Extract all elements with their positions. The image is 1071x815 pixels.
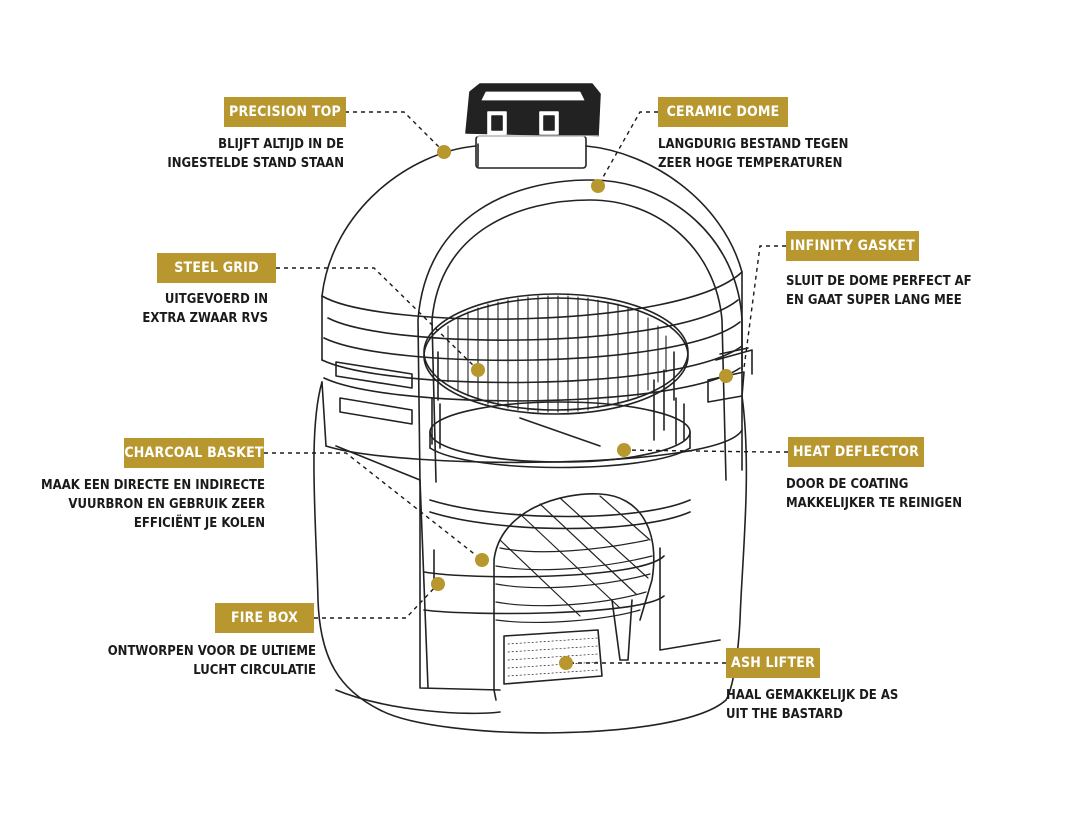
heat-deflector-illustration [429,369,691,469]
fire-box-illustration [313,381,748,734]
fire-box-desc: ONTWORPEN VOOR DE ULTIEME LUCHT CIRCULAT… [108,642,316,680]
infinity-gasket-desc: SLUIT DE DOME PERFECT AF EN GAAT SUPER L… [786,272,972,310]
leader-charcoal-basket [264,452,483,561]
ceramic-dome-line-2: ZEER HOGE TEMPERATUREN [658,156,843,171]
charcoal-basket-desc: MAAK EEN DIRECTE EN INDIRECTE VUURBRON E… [41,476,265,533]
ceramic-dome-tag: CERAMIC DOME [658,97,788,127]
heat-deflector-tag: HEAT DEFLECTOR [788,437,924,467]
heat-deflector-desc: DOOR DE COATING MAKKELIJKER TE REINIGEN [786,475,962,513]
ceramic-dome-desc: LANGDURIG BESTAND TEGEN ZEER HOGE TEMPER… [658,135,848,173]
dot-ash-lifter [559,656,573,670]
dot-heat-deflector [617,443,631,457]
charcoal-basket-line-1: MAAK EEN DIRECTE EN INDIRECTE [41,478,265,493]
ash-lifter-tag: ASH LIFTER [726,648,820,678]
fire-box-line-2: LUCHT CIRCULATIE [193,663,316,678]
ash-lifter-line-2: UIT THE BASTARD [726,707,843,722]
leader-heat-deflector [623,449,788,453]
precision-top-line-2: INGESTELDE STAND STAAN [167,156,344,171]
steel-grid-desc: UITGEVOERD IN EXTRA ZWAAR RVS [142,290,268,328]
ceramic-dome-illustration [321,145,743,483]
infinity-gasket-line-2: EN GAAT SUPER LANG MEE [786,293,962,308]
fire-box-tag: FIRE BOX [215,603,314,633]
precision-top-tag: PRECISION TOP [224,97,346,127]
leader-fire-box [314,583,439,619]
leader-steel-grid [276,267,479,371]
dot-ceramic-dome [591,179,605,193]
leader-ceramic-dome [597,111,658,187]
charcoal-basket-line-2: VUURBRON EN GEBRUIK ZEER [68,497,265,512]
ash-lifter-illustration [503,629,603,685]
charcoal-basket-tag: CHARCOAL BASKET [124,438,264,468]
infinity-gasket-line-1: SLUIT DE DOME PERFECT AF [786,274,972,289]
infinity-gasket-tag: INFINITY GASKET [786,231,919,261]
leader-lines [264,111,788,664]
leader-infinity-gasket [743,245,786,369]
leader-precision-top [345,111,445,153]
marker-dots [431,145,733,670]
heat-deflector-line-1: DOOR DE COATING [786,477,909,492]
precision-top-desc: BLIJFT ALTIJD IN DE INGESTELDE STAND STA… [167,135,344,173]
heat-deflector-line-2: MAKKELIJKER TE REINIGEN [786,496,962,511]
steel-grid-line-1: UITGEVOERD IN [164,292,268,307]
ceramic-dome-line-1: LANGDURIG BESTAND TEGEN [658,137,849,152]
steel-grid-illustration [423,293,689,415]
precision-top-line-1: BLIJFT ALTIJD IN DE [218,137,344,152]
steel-grid-tag: STEEL GRID [157,253,276,283]
steel-grid-line-2: EXTRA ZWAAR RVS [142,311,268,326]
dot-fire-box [431,577,445,591]
dot-precision-top [437,145,451,159]
ash-lifter-desc: HAAL GEMAKKELIJK DE AS UIT THE BASTARD [726,686,898,724]
dot-infinity-gasket [719,369,733,383]
dot-steel-grid [471,363,485,377]
charcoal-basket-line-3: EFFICIËNT JE KOLEN [133,516,265,531]
ash-lifter-line-1: HAAL GEMAKKELIJK DE AS [726,688,899,703]
fire-box-line-1: ONTWORPEN VOOR DE ULTIEME [107,644,316,659]
precision-top-illustration [465,83,601,169]
charcoal-basket-illustration [493,493,655,701]
dot-charcoal-basket [475,553,489,567]
